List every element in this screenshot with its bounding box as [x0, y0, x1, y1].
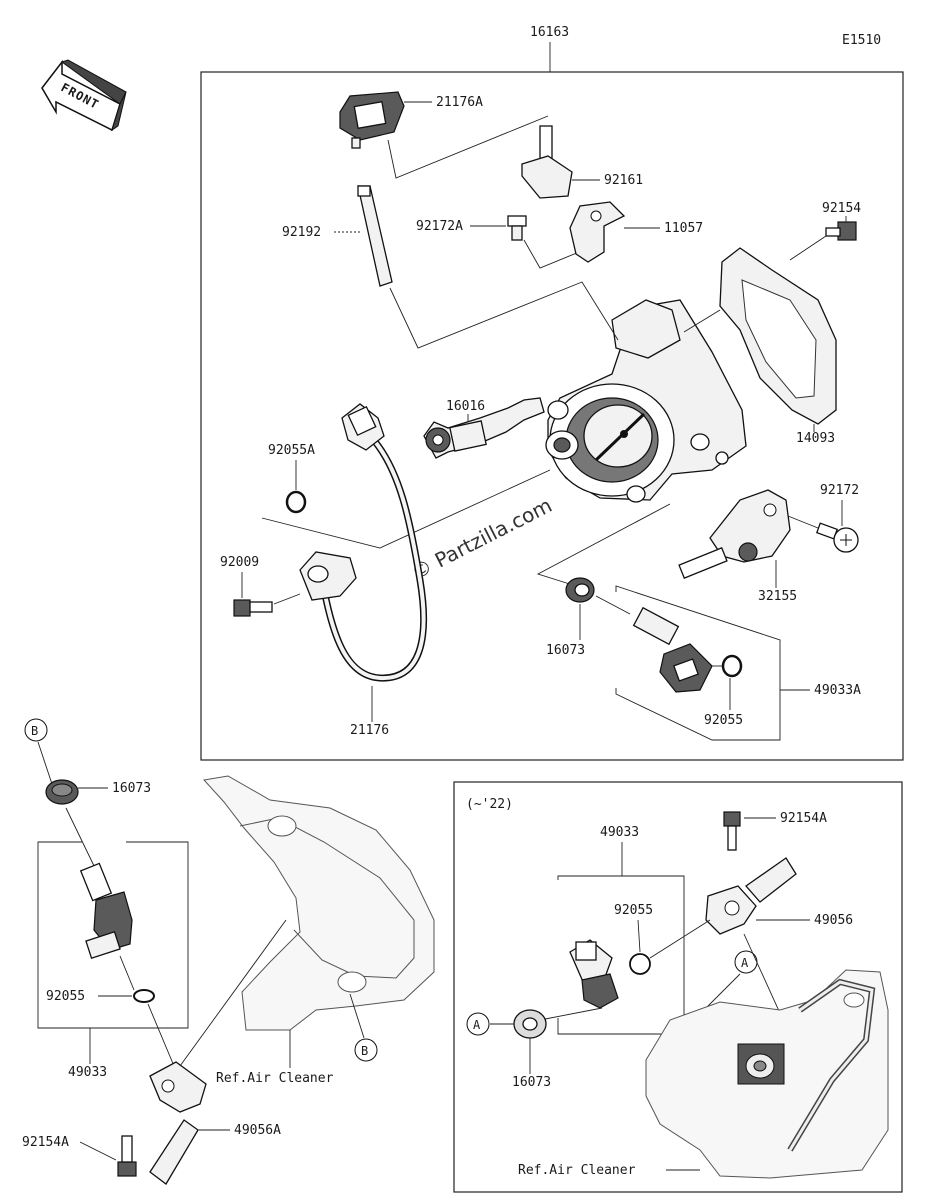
- marker-a-left: A: [466, 1012, 490, 1036]
- callout-49033A: 49033A: [814, 683, 861, 698]
- ref-air-cleaner-right: Ref.Air Cleaner: [518, 1163, 636, 1178]
- hose-92192: [357, 185, 393, 287]
- o-ring-92055: [721, 654, 743, 678]
- callout-92154A-left: 92154A: [22, 1135, 69, 1150]
- callout-92161: 92161: [604, 173, 643, 188]
- o-ring-92055-right: [629, 953, 651, 975]
- marker-b-top: B: [24, 718, 48, 742]
- diagram-code: E1510: [842, 33, 881, 48]
- injector-49033A: [632, 606, 713, 693]
- callout-16163: 16163: [530, 25, 569, 40]
- bolt-92154A-left: [117, 1135, 137, 1177]
- marker-a-right: A: [734, 950, 758, 974]
- air-cleaner-left: [203, 775, 435, 1031]
- callout-92154: 92154: [822, 201, 861, 216]
- callout-21176: 21176: [350, 723, 389, 738]
- callout-16073-right: 16073: [512, 1075, 551, 1090]
- front-arrow-icon: FRONT: [41, 59, 127, 132]
- main-assembly-frame: [200, 71, 904, 761]
- cover-14093: [719, 247, 837, 425]
- ref-air-cleaner-left: Ref.Air Cleaner: [216, 1071, 334, 1086]
- svg-text:B: B: [31, 724, 38, 738]
- callout-49033-left: 49033: [68, 1065, 107, 1080]
- callout-11057: 11057: [664, 221, 703, 236]
- screw-92172A: [507, 215, 527, 241]
- fitting-49056: [705, 857, 797, 935]
- nozzle-92161: [521, 125, 573, 199]
- svg-text:A: A: [473, 1018, 481, 1032]
- grommet-16073-left: [45, 779, 79, 805]
- year-note: (~'22): [466, 797, 513, 812]
- injector-49033-left: [65, 807, 135, 991]
- callout-49056: 49056: [814, 913, 853, 928]
- callout-14093: 14093: [796, 431, 835, 446]
- callout-32155: 32155: [758, 589, 797, 604]
- callout-92192: 92192: [282, 225, 321, 240]
- sensor-21176A: [339, 91, 405, 149]
- grommet-16073-right: [513, 1009, 547, 1039]
- callout-92172: 92172: [820, 483, 859, 498]
- bolt-92154: [825, 221, 857, 241]
- callout-92055A: 92055A: [268, 443, 315, 458]
- callout-16073-left: 16073: [112, 781, 151, 796]
- grommet-16073: [565, 577, 595, 603]
- callout-92055-left: 92055: [46, 989, 85, 1004]
- callout-49056A: 49056A: [234, 1123, 281, 1138]
- bracket-11057: [569, 201, 626, 263]
- fitting-49056A: [149, 1061, 207, 1185]
- marker-b-bottom: B: [354, 1038, 378, 1062]
- bolt-92154A-right: [723, 811, 741, 851]
- svg-text:B: B: [361, 1044, 368, 1058]
- air-cleaner-right: [645, 969, 889, 1179]
- valve-32155: [678, 489, 791, 579]
- watermark: © Partzilla.com: [407, 493, 555, 584]
- callout-92009: 92009: [220, 555, 259, 570]
- throttle-body-16163: [545, 299, 747, 503]
- variant-frame: [453, 781, 903, 1193]
- callout-49033-right: 49033: [600, 825, 639, 840]
- screw-92172: [815, 522, 859, 553]
- svg-text:A: A: [741, 956, 749, 970]
- callout-92154A-right: 92154A: [780, 811, 827, 826]
- sensor-16016: [423, 397, 545, 459]
- harness-21176: [299, 403, 428, 682]
- callout-16016: 16016: [446, 399, 485, 414]
- injector-49033-right: [569, 939, 619, 1009]
- callout-16073: 16073: [546, 643, 585, 658]
- o-ring-92055A: [285, 490, 307, 514]
- callout-92055: 92055: [704, 713, 743, 728]
- callout-92172A: 92172A: [416, 219, 463, 234]
- callout-92055-right: 92055: [614, 903, 653, 918]
- o-ring-92055-left: [133, 989, 155, 1003]
- callout-21176A: 21176A: [436, 95, 483, 110]
- screw-92009: [233, 599, 273, 617]
